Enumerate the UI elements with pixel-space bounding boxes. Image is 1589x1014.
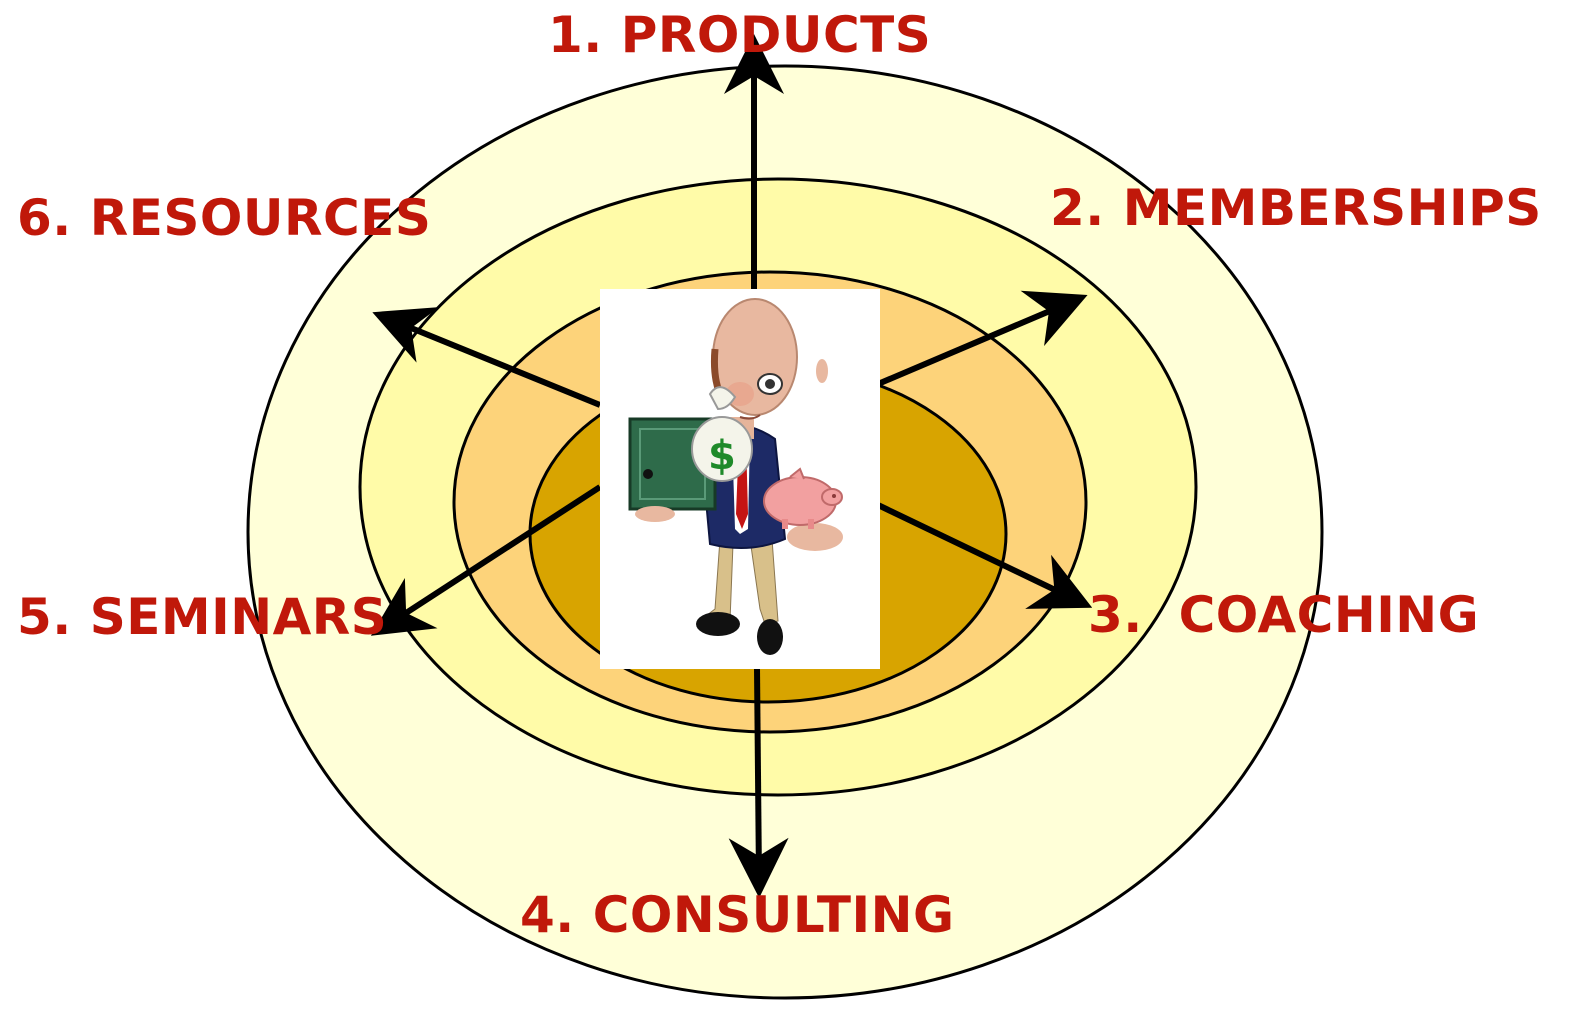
businessman-illustration: $ — [600, 289, 880, 669]
businessman-with-safe-moneybag-piggybank-icon: $ — [628, 298, 843, 655]
label-memberships: 2. MEMBERSHIPS — [1050, 179, 1542, 237]
label-coaching: 3. COACHING — [1088, 586, 1480, 644]
arrow-memberships — [876, 290, 1088, 387]
arrow-seminars — [370, 484, 602, 636]
label-products: 1. PRODUCTS — [548, 6, 932, 64]
arrow-resources — [372, 307, 602, 408]
arrow-consulting — [728, 667, 789, 898]
label-seminars: 5. SEMINARS — [17, 588, 388, 646]
arrow-coaching — [876, 502, 1093, 609]
svg-text:$: $ — [708, 433, 736, 479]
label-consulting: 4. CONSULTING — [520, 886, 955, 944]
label-resources: 6. RESOURCES — [17, 189, 432, 247]
